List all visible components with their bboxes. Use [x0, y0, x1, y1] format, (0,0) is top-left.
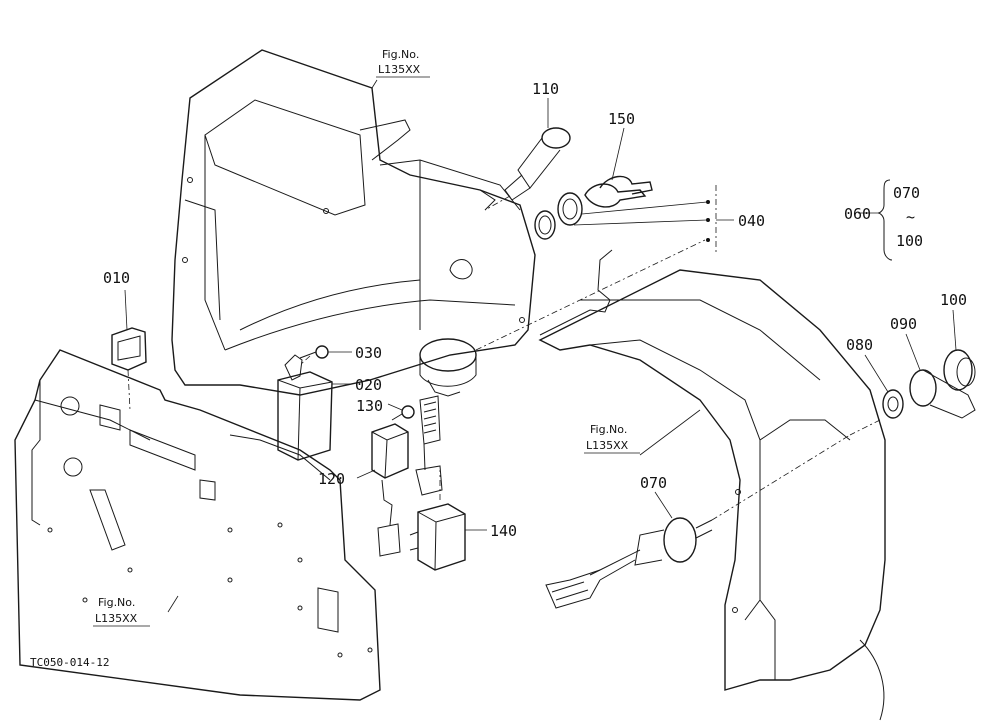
key-switch-assembly	[415, 239, 706, 496]
label-100: 100	[940, 291, 967, 309]
fig-ref-bottom-code: L135XX	[95, 612, 138, 625]
fig-ref-leader-top	[371, 79, 378, 89]
label-150: 150	[608, 110, 635, 128]
label-060-range-start: 070	[893, 184, 920, 202]
label-060-tilde: ~	[906, 208, 915, 226]
lower-instrument-panel	[14, 349, 381, 701]
label-060: 060	[844, 205, 871, 223]
label-070: 070	[640, 474, 667, 492]
part-100-knob	[849, 309, 976, 436]
part-030-screw	[299, 345, 352, 366]
part-040-rings	[534, 185, 734, 255]
label-010: 010	[103, 269, 130, 287]
part-110-fuse-holder	[484, 98, 571, 211]
group-060-bracket	[858, 179, 893, 261]
fig-ref-leader-bottom	[167, 595, 179, 613]
label-110: 110	[532, 80, 559, 98]
label-040: 040	[738, 212, 765, 230]
fig-ref-right-label: Fig.No.	[590, 423, 627, 436]
fig-ref-top-code: L135XX	[378, 63, 421, 76]
part-120-relay	[356, 423, 409, 557]
label-140: 140	[490, 522, 517, 540]
part-080-nut	[864, 354, 904, 419]
fig-ref-bottom-label: Fig.No.	[98, 596, 135, 609]
label-130: 130	[356, 397, 383, 415]
part-020-relay-box	[277, 354, 352, 461]
fig-ref-right-code: L135XX	[586, 439, 629, 452]
label-020: 020	[355, 376, 382, 394]
drawing-code: TC050-014-12	[30, 656, 109, 669]
part-010-clip	[111, 289, 147, 411]
part-150-key	[584, 127, 653, 208]
label-060-range-end: 100	[896, 232, 923, 250]
part-140-relay-block	[409, 470, 487, 571]
label-120: 120	[318, 470, 345, 488]
label-080: 080	[846, 336, 873, 354]
part-070-knob-switch	[545, 434, 851, 609]
part-130-screw	[387, 403, 415, 421]
upper-cover-panel	[171, 49, 536, 396]
right-cover-panel	[538, 249, 886, 721]
part-090-plate	[905, 333, 976, 419]
fig-ref-leader-right	[639, 409, 701, 456]
fig-ref-top-label: Fig.No.	[382, 48, 419, 61]
label-030: 030	[355, 344, 382, 362]
label-090: 090	[890, 315, 917, 333]
